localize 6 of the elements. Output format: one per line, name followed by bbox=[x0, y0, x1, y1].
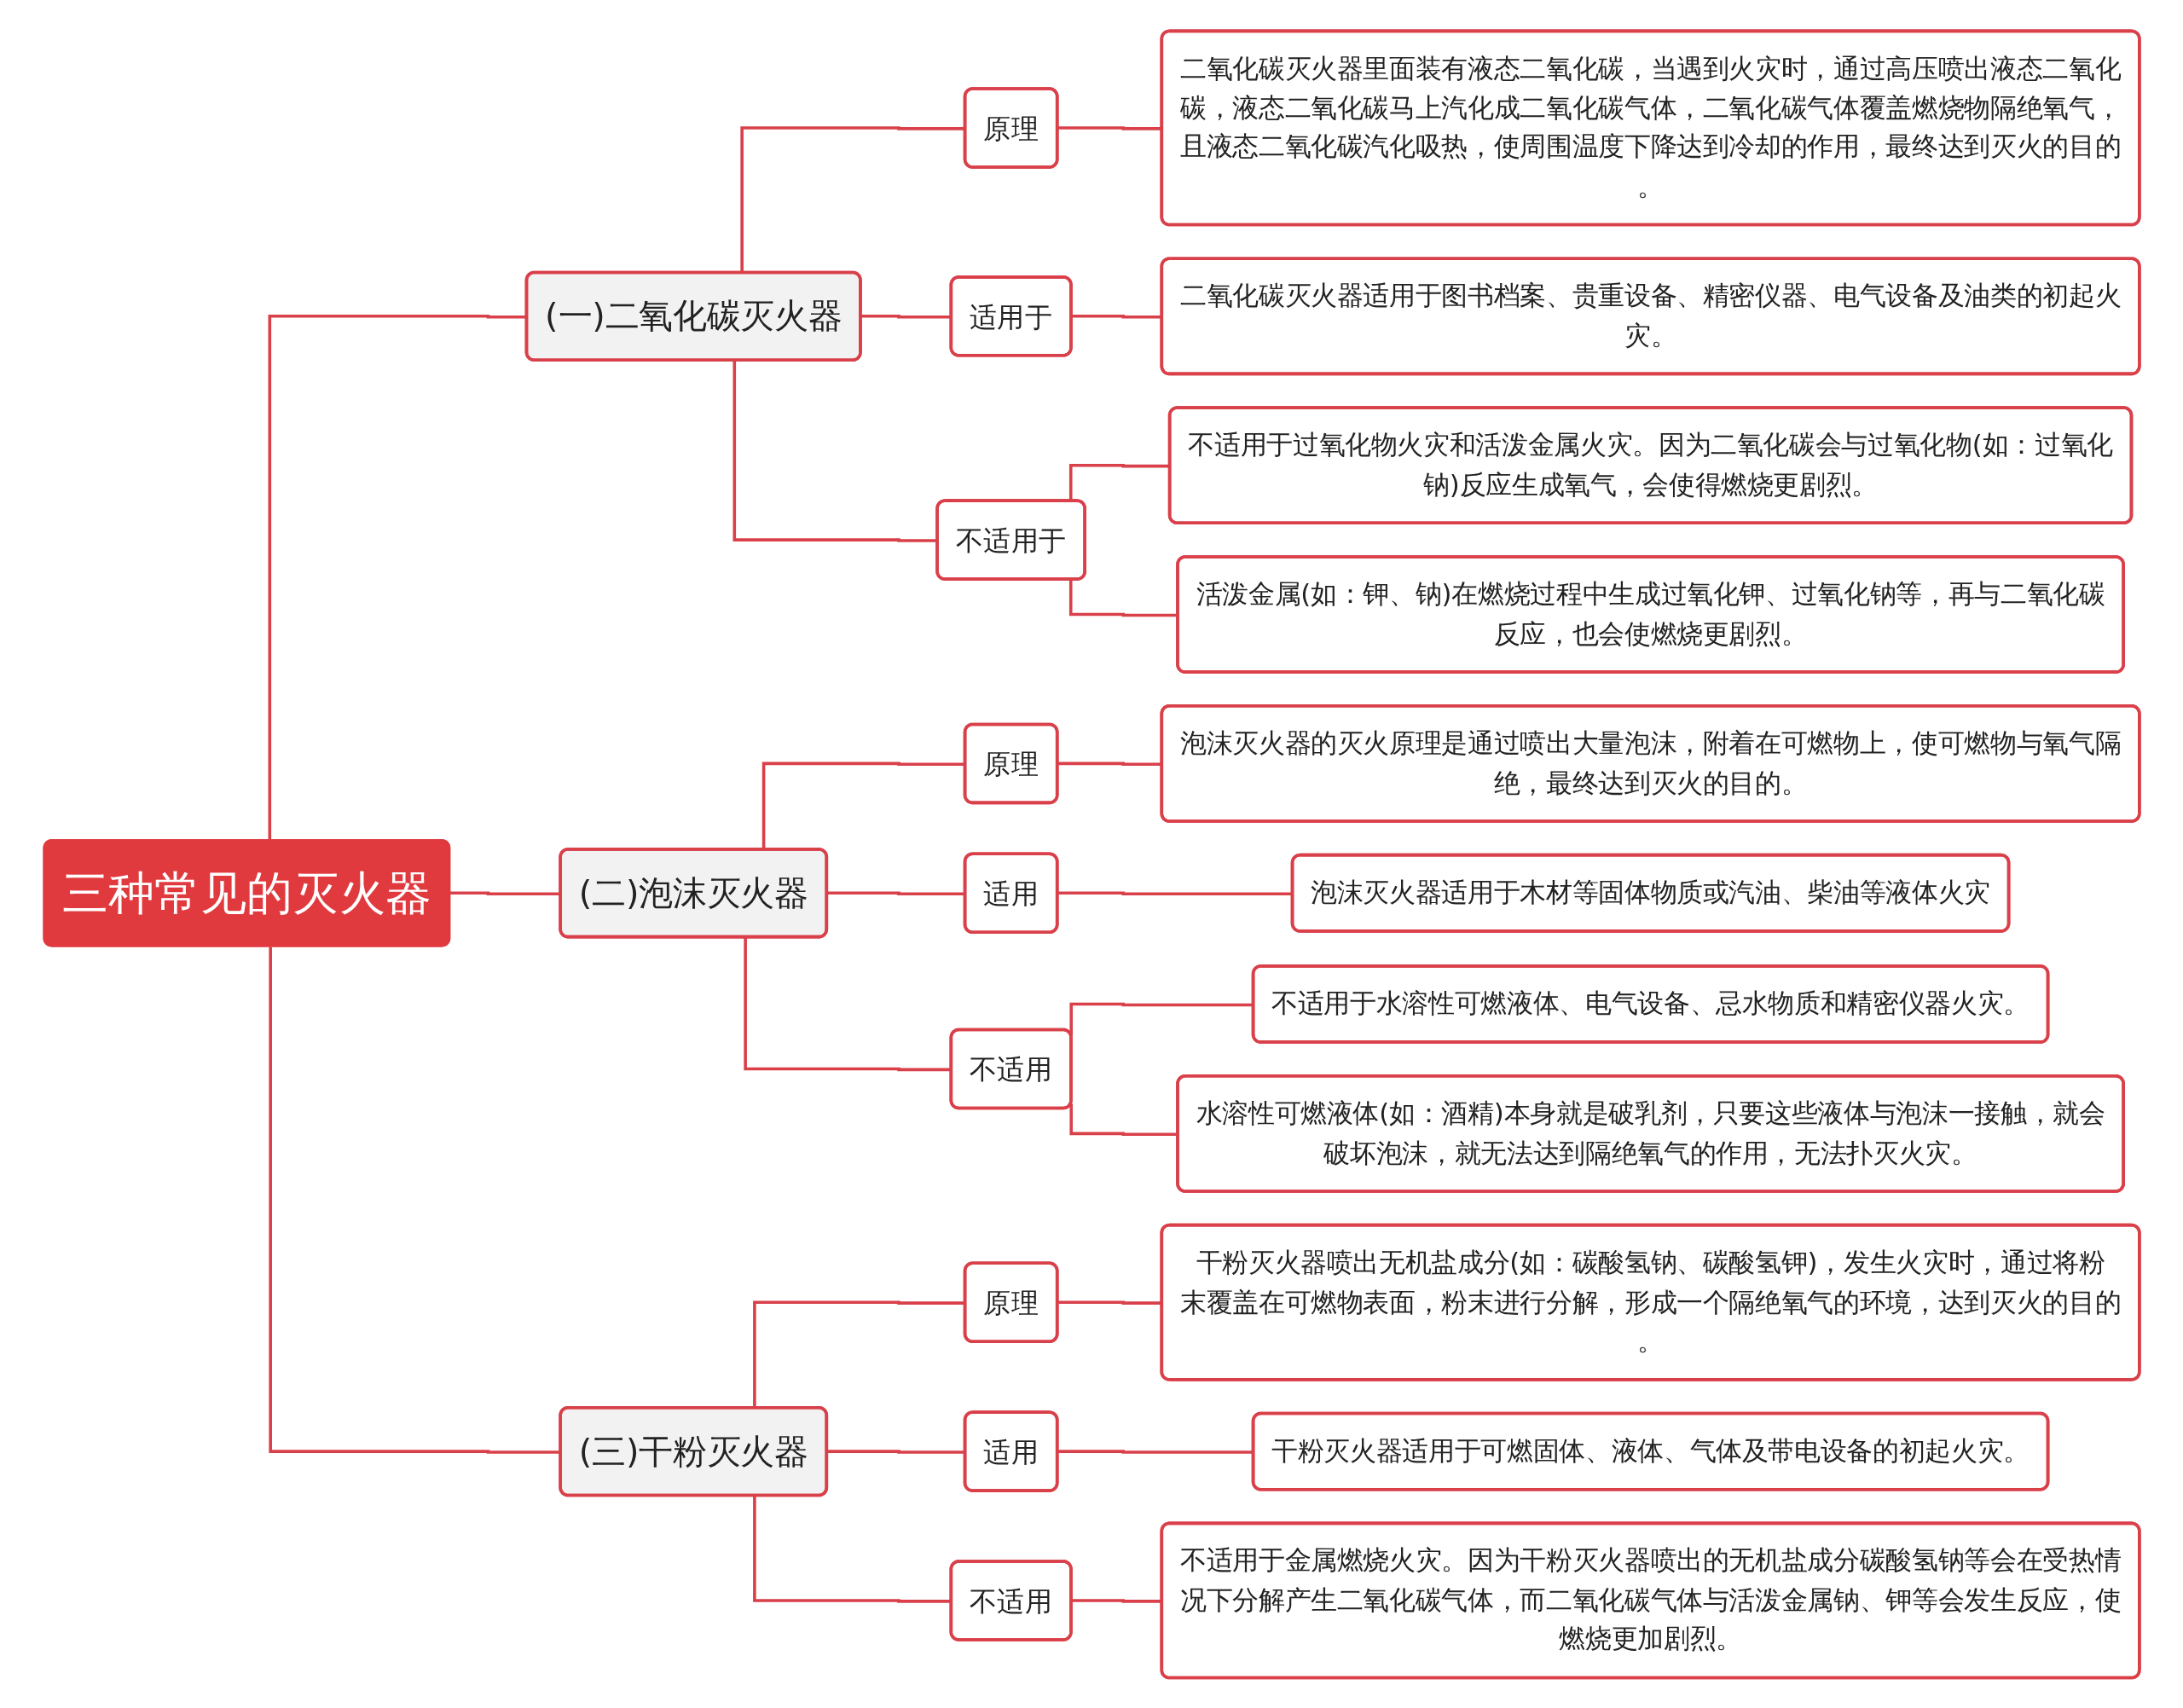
connector bbox=[825, 1449, 966, 1454]
connector bbox=[825, 890, 966, 895]
connector bbox=[1068, 463, 1171, 501]
connector bbox=[1069, 1103, 1178, 1136]
connector bbox=[1068, 579, 1178, 617]
connector bbox=[1069, 1002, 1254, 1035]
